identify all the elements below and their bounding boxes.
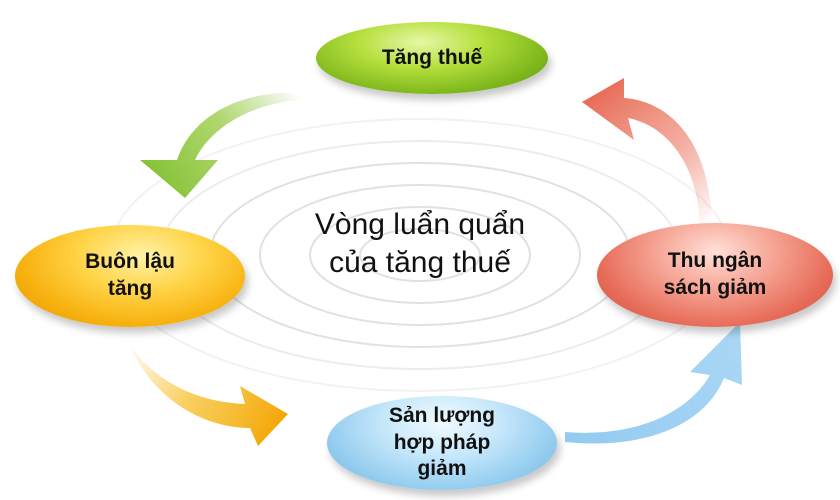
node-budget-revenue-decrease: Thu ngân sách giảm xyxy=(597,223,833,327)
node-tax-increase: Tăng thuế xyxy=(316,22,548,94)
node-smuggling-increase: Buôn lậu tăng xyxy=(15,225,245,327)
node-legal-output-decrease-label: Sản lượng hợp pháp giảm xyxy=(389,403,495,481)
arrow-left-to-bottom xyxy=(125,337,288,446)
node-legal-output-decrease: Sản lượng hợp pháp giảm xyxy=(327,396,557,490)
arrow-right-to-top xyxy=(582,78,712,230)
arrow-bottom-to-right xyxy=(565,322,742,444)
node-budget-revenue-decrease-label: Thu ngân sách giảm xyxy=(663,249,767,299)
arrow-top-to-left xyxy=(140,92,300,198)
center-title: Vòng luẩn quẩn của tăng thuế xyxy=(314,208,526,279)
node-tax-increase-label: Tăng thuế xyxy=(381,45,483,69)
node-smuggling-increase-label: Buôn lậu tăng xyxy=(85,250,175,300)
